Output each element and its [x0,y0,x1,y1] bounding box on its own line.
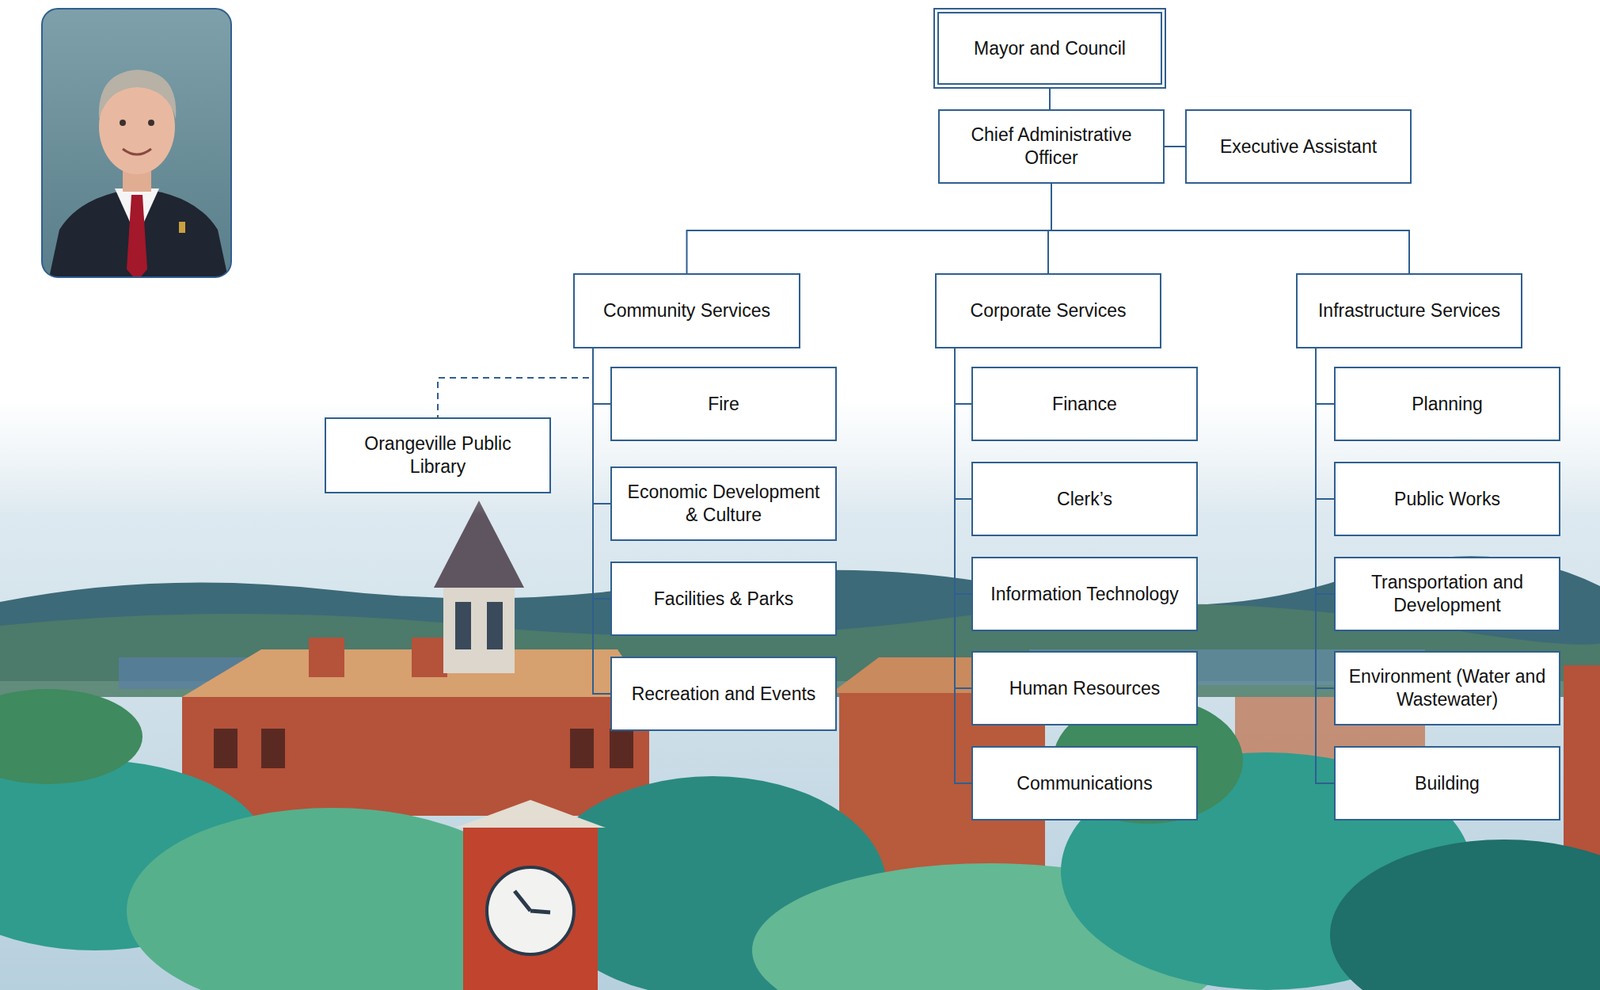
connector-line [1315,348,1334,594]
mayor-portrait [0,0,238,286]
lapel-pin [178,221,186,233]
connector-line [592,348,611,504]
box-label: Environment (Water and Wastewater) [1343,665,1551,711]
cupola [443,585,515,673]
department-box: Corporate Services [934,273,1162,349]
division-box: Transportation and Development [1333,556,1561,631]
division-box: Communications [971,745,1198,821]
hair [98,69,176,119]
box-label: Mayor and Council [973,37,1126,61]
connector-line [1315,348,1334,688]
box-label: Facilities & Parks [653,587,794,611]
dashed-connector [437,348,593,418]
window [570,728,594,768]
tower [463,827,598,990]
box-label: Recreation and Events [631,682,817,706]
division-box: Finance [971,366,1198,441]
board-box: Orangeville Public Library [324,417,552,494]
division-box: Human Resources [971,650,1198,726]
trees [0,688,1600,990]
box-label: Planning [1411,392,1483,416]
eye [119,119,126,126]
clock-face [486,866,574,954]
clock-tower [455,799,606,990]
staff-box: Executive Assistant [1185,109,1412,184]
division-box: Information Technology [971,556,1198,631]
division-box: Environment (Water and Wastewater) [1333,650,1561,726]
tower-roof [455,799,606,828]
connector-line [1164,145,1186,148]
person [47,69,230,278]
window [213,728,238,768]
connector-line [954,348,972,499]
tree [1330,839,1600,990]
window [261,728,286,768]
division-box: Fire [610,366,837,441]
connector-line [687,183,1053,274]
department-box: Infrastructure Services [1295,273,1523,349]
suit [47,190,230,278]
box-label: Corporate Services [970,299,1127,323]
division-box: Economic Development & Culture [610,466,837,541]
brick-building [182,696,650,816]
connector-line [1315,348,1334,404]
box-label: Community Services [603,299,771,323]
connector-line [592,348,611,694]
connector-line [592,348,611,599]
connector-line [1315,348,1334,499]
connector-line [954,348,972,404]
department-box: Community Services [573,273,801,349]
executive-box: Chief Administrative Officer [938,109,1165,184]
connector-line [1048,88,1051,110]
box-label: Finance [1052,392,1118,416]
connector-line [954,348,972,594]
box-label: Transportation and Development [1343,570,1551,617]
windows [213,728,634,768]
window [486,601,503,650]
box-label: Orangeville Public Library [334,432,542,479]
division-box: Public Works [1333,461,1561,536]
division-box: Building [1333,745,1561,821]
box-label: Fire [707,392,740,416]
box-label: Infrastructure Services [1318,299,1501,323]
box-label: Human Resources [1009,676,1160,700]
box-label: Public Works [1394,487,1501,511]
photo-frame [41,8,232,278]
box-label: Economic Development & Culture [619,480,828,527]
smile [122,148,152,155]
chimney [411,637,448,677]
division-box: Facilities & Parks [610,561,837,636]
tie [126,194,148,278]
division-box: Planning [1333,366,1561,441]
connector-line [592,348,611,404]
window [455,601,472,650]
eye [148,119,155,126]
clock-hands [514,890,551,913]
connector-line [954,348,972,688]
connector-line [1315,348,1334,783]
connector-line [1051,183,1410,274]
box-label: Clerk’s [1056,487,1113,511]
division-box: Clerk’s [971,461,1198,536]
box-label: Communications [1016,771,1152,795]
steeple [433,500,525,673]
box-label: Executive Assistant [1219,135,1377,159]
box-label: Building [1414,771,1480,795]
window [609,728,634,768]
connector-line [954,348,972,783]
division-box: Recreation and Events [610,656,837,731]
governing-body-box: Mayor and Council [933,7,1167,89]
box-label: Information Technology [990,582,1179,606]
tree [0,688,143,784]
chimney [308,637,345,677]
box-label: Chief Administrative Officer [947,123,1156,170]
